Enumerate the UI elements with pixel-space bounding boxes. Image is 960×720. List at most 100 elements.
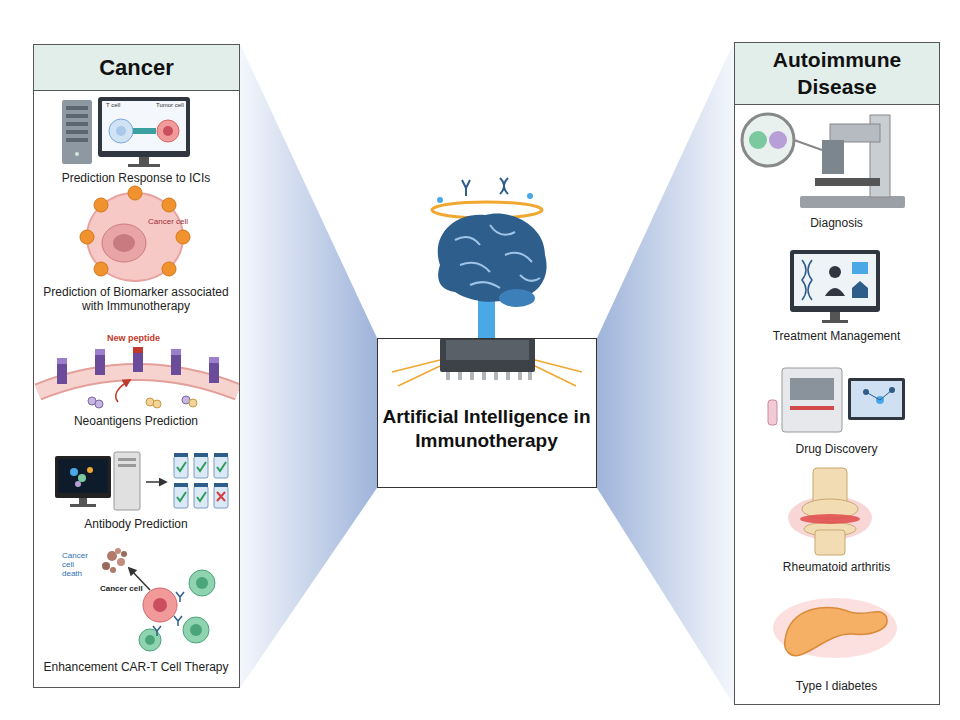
- microscope-icon: [815, 178, 880, 186]
- brain-chip-icon: [506, 372, 510, 380]
- cancer-cell-icon: [94, 262, 108, 276]
- car-t-icon: [102, 548, 215, 651]
- membrane-icon: [38, 372, 238, 392]
- funnel-connector: [240, 44, 377, 688]
- antibody-screen-icon: [214, 453, 228, 457]
- figure-label: Tumor cell: [156, 102, 184, 109]
- antibody-screen-icon: [70, 468, 78, 476]
- item-caption: Treatment Management: [741, 329, 932, 343]
- computer-icon: [157, 120, 179, 142]
- computer-icon: [139, 157, 149, 165]
- membrane-icon: [57, 358, 67, 384]
- car-t-icon: [102, 562, 110, 570]
- car-t-icon: [143, 588, 177, 622]
- item-caption: Antibody Prediction: [40, 517, 232, 531]
- figure-label: Cancer cell: [148, 217, 188, 226]
- cancer-cell-icon: [176, 230, 190, 244]
- brain-chip-icon: [494, 372, 498, 380]
- item-caption: Rheumatoid arthritis: [741, 560, 932, 574]
- antibody-screen-icon: [118, 458, 136, 461]
- brain-chip-icon: [455, 225, 540, 288]
- antibody-screen-icon: [87, 467, 93, 473]
- figure-label: Cancer cell: [100, 584, 143, 593]
- brain-chip-icon: [438, 213, 547, 301]
- antibody-screen-icon: [174, 453, 188, 457]
- antibody-screen-icon: [174, 456, 188, 478]
- antibody-screen-icon: [118, 464, 136, 467]
- lab-instrument-icon: [768, 368, 905, 432]
- panel-header: Cancer: [34, 45, 239, 91]
- monitor-icon: [829, 266, 841, 278]
- membrane-icon: [189, 399, 197, 407]
- microscope-icon: [742, 114, 905, 208]
- brain-chip-icon: [470, 372, 474, 380]
- item-caption: Prediction Response to ICIs: [40, 171, 232, 185]
- lab-instrument-icon: [782, 368, 842, 432]
- brain-chip-icon: [518, 372, 522, 380]
- cancer-cell-icon: [113, 234, 135, 252]
- membrane-icon: [57, 358, 67, 364]
- microscope-icon: [769, 131, 787, 149]
- lab-instrument-icon: [848, 378, 905, 420]
- car-t-icon: [190, 624, 202, 636]
- figure-label: Cancer cell death: [62, 551, 96, 578]
- funnel-connector: [597, 42, 734, 705]
- monitor-icon: [830, 312, 840, 320]
- antibody-screen-icon: [78, 474, 86, 482]
- cancer-cell-icon: [162, 198, 176, 212]
- car-t-icon: [110, 567, 116, 573]
- computer-icon: [102, 101, 186, 151]
- computer-icon: [163, 126, 173, 136]
- computer-icon: [75, 152, 79, 156]
- brain-chip-icon: [528, 372, 532, 380]
- antibody-screen-icon: [55, 456, 111, 498]
- antibody-screen-icon: [214, 483, 228, 487]
- antibody-screen-icon: [197, 462, 206, 471]
- joint-icon: [800, 514, 860, 524]
- computer-icon: [66, 130, 88, 134]
- monitor-icon: [802, 260, 812, 300]
- brain-chip-icon: [482, 372, 486, 380]
- item-caption: Drug Discovery: [741, 442, 932, 456]
- car-t-icon: [176, 592, 184, 602]
- brain-chip-icon: [446, 372, 450, 380]
- item-caption: Neoantigens Prediction: [40, 414, 232, 428]
- membrane-icon: [171, 349, 181, 375]
- brain-chip-icon: [499, 289, 535, 307]
- antibody-screen-icon: [194, 453, 208, 457]
- antibody-screen-icon: [214, 456, 228, 478]
- membrane-icon: [95, 349, 105, 375]
- car-t-icon: [153, 626, 161, 636]
- joint-icon: [815, 530, 845, 555]
- computer-icon: [128, 164, 160, 167]
- membrane-icon: [133, 347, 143, 372]
- car-t-icon: [196, 577, 208, 589]
- joint-icon: [788, 468, 872, 555]
- monitor-icon: [790, 250, 880, 323]
- membrane-icon: [116, 380, 130, 402]
- cancer-cell-icon: [102, 224, 146, 262]
- antibody-screen-icon: [214, 486, 228, 508]
- antibody-screen-icon: [58, 459, 108, 493]
- antibody-screen-icon: [75, 481, 81, 487]
- monitor-icon: [790, 250, 880, 312]
- figure-label: New peptide: [107, 333, 160, 343]
- membrane-icon: [133, 347, 143, 353]
- microscope-icon: [800, 196, 905, 208]
- category-panel: Autoimmune DiseaseDiagnosisTreatment Man…: [734, 42, 940, 705]
- cancer-cell-icon: [128, 186, 142, 200]
- computer-icon: [66, 138, 88, 142]
- antibody-screen-icon: [70, 504, 96, 507]
- antibody-screen-icon: [217, 492, 225, 501]
- microscope-icon: [749, 131, 767, 149]
- cancer-cell-icon: [80, 186, 190, 281]
- membrane-icon: [209, 357, 219, 363]
- brain-chip-icon: [462, 180, 470, 196]
- cancer-cell-icon: [162, 262, 176, 276]
- brain-chip-icon: [527, 193, 533, 199]
- item-caption: Prediction of Biomarker associated with …: [40, 285, 232, 313]
- lab-instrument-icon: [790, 406, 834, 410]
- computer-icon: [116, 126, 126, 136]
